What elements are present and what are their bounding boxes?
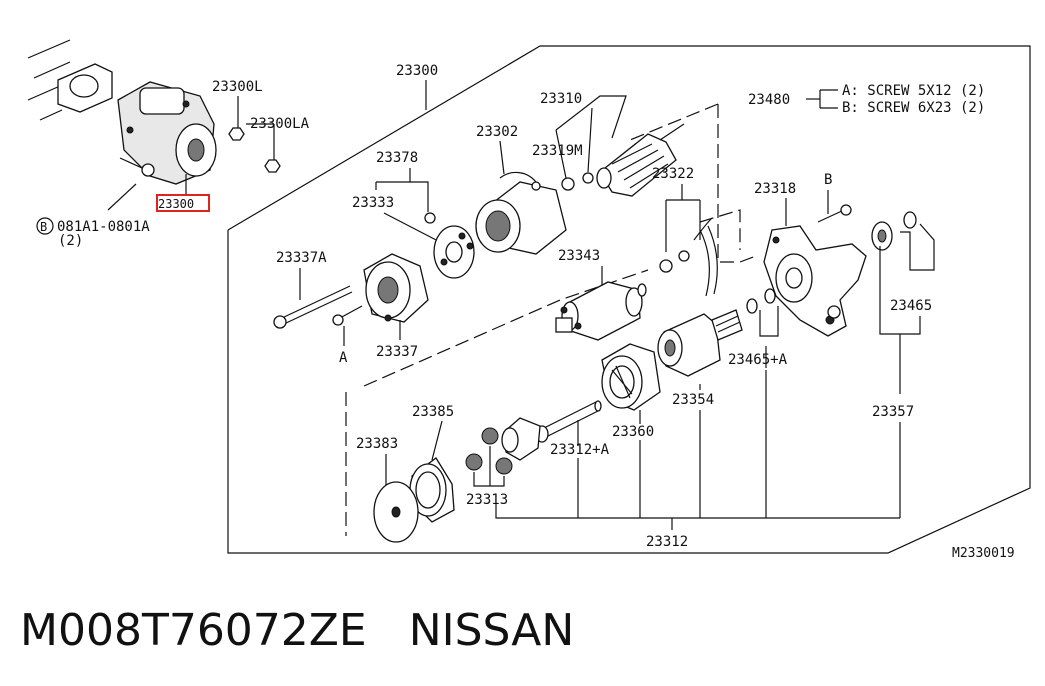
caption-part-number: M008T76072ZE <box>20 604 367 656</box>
label-mark-A: A <box>339 350 348 366</box>
armature-part <box>596 123 685 197</box>
through-bolt-part <box>273 285 353 329</box>
brush-holder-part <box>424 212 475 279</box>
plate-part <box>373 481 419 543</box>
pinion-shaft-part <box>501 400 602 461</box>
screw-b-part <box>817 204 852 223</box>
label-23343: 23343 <box>558 248 600 264</box>
label-23333: 23333 <box>352 195 394 211</box>
label-23337: 23337 <box>376 344 418 360</box>
gear-housing-part <box>763 225 867 337</box>
label-23319M: 23319M <box>532 143 583 159</box>
overrunning-clutch-part <box>657 309 743 377</box>
label-23302: 23302 <box>476 124 518 140</box>
rear-cover-part <box>363 253 429 323</box>
label-23385: 23385 <box>412 404 454 420</box>
label-23378: 23378 <box>376 150 418 166</box>
label-23354: 23354 <box>672 392 714 408</box>
label-23480: 23480 <box>748 92 790 108</box>
label-23300LA: 23300LA <box>250 116 310 132</box>
label-23383: 23383 <box>356 436 398 452</box>
label-screw-b: B: SCREW 6X23 (2) <box>842 100 985 116</box>
label-bolt-qty: (2) <box>58 233 83 249</box>
diagram-code: M2330019 <box>952 546 1015 561</box>
label-23300L: 23300L <box>212 79 263 95</box>
assembly-boundary <box>227 45 1031 554</box>
label-screw-a: A: SCREW 5X12 (2) <box>842 83 985 99</box>
label-23360: 23360 <box>612 424 654 440</box>
shift-lever-part <box>659 217 718 297</box>
label-23312A: 23312+A <box>550 442 610 458</box>
label-23465: 23465 <box>890 298 932 314</box>
page-caption: M008T76072ZE NISSAN <box>20 598 574 662</box>
dashed-guide-left <box>363 269 649 387</box>
pinion-gear-part <box>871 211 917 251</box>
label-23300-highlighted: 23300 <box>158 197 194 211</box>
bolt-circle-letter: B <box>40 220 47 234</box>
caption-gap <box>367 605 409 656</box>
label-23465A: 23465+A <box>728 352 788 368</box>
internal-gear-part <box>601 343 661 411</box>
highlight-box <box>156 194 210 212</box>
screw-a-part <box>332 305 363 326</box>
label-23310: 23310 <box>540 91 582 107</box>
dashed-guide-upper <box>717 104 740 263</box>
caption-brand: NISSAN <box>408 604 575 656</box>
label-23312: 23312 <box>646 534 688 550</box>
label-23337A: 23337A <box>276 250 327 266</box>
bolt-circle-marker <box>36 217 54 235</box>
label-bolt-code: 081A1-0801A <box>57 219 150 235</box>
dashed-guide-mid <box>629 103 719 141</box>
label-23322: 23322 <box>652 166 694 182</box>
label-23357: 23357 <box>872 404 914 420</box>
label-23318: 23318 <box>754 181 796 197</box>
planetary-gears-part <box>465 427 513 475</box>
solenoid-part <box>555 281 647 341</box>
label-23300: 23300 <box>396 63 438 79</box>
starter-motor-exploded-diagram: 23300L 23300LA 23300 B 081A1-0801A (2) 2… <box>27 39 1031 561</box>
label-23313: 23313 <box>466 492 508 508</box>
label-mark-B: B <box>824 172 832 188</box>
assembled-starter-illustration <box>27 39 281 185</box>
yoke-part <box>475 171 567 255</box>
washer-part <box>746 288 776 314</box>
